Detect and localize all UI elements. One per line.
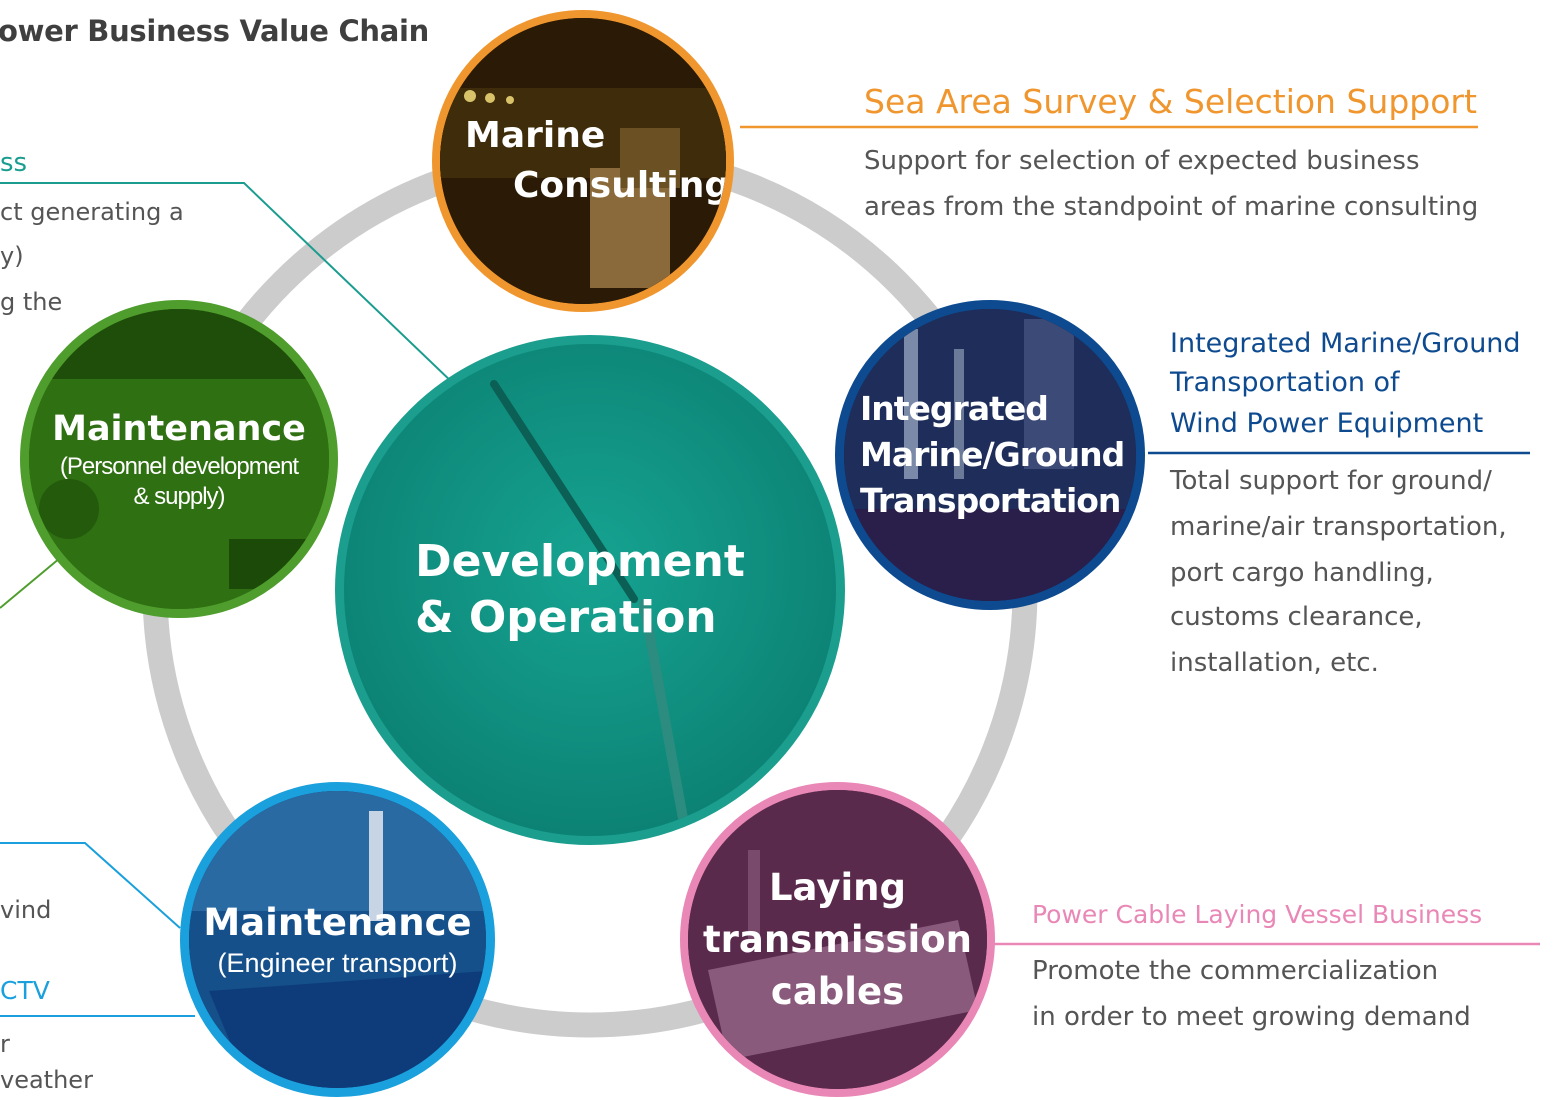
cable-vessel-heading: Power Cable Laying Vessel Business: [1032, 900, 1483, 929]
node-label-line1: Marine: [465, 115, 606, 156]
cable-vessel-photo-backdrop: [688, 790, 987, 1089]
transport-body-line1: Total support for ground/: [1170, 466, 1492, 496]
left-top-body-line2: y): [0, 242, 24, 270]
node-maintenance-engineer-transport: Maintenance (Engineer transport): [180, 782, 495, 1097]
node-label-sub2: & supply): [133, 483, 225, 510]
turbine-blade-icon: [490, 380, 638, 603]
node-integrated-transportation: Integrated Marine/Ground Transportation: [835, 300, 1145, 610]
left-top-heading: ss: [0, 148, 28, 178]
node-laying-cables: Laying transmission cables: [680, 782, 995, 1097]
node-label-line3: Transportation: [860, 481, 1121, 520]
node-label-sub1: (Personnel development: [59, 453, 299, 480]
center-label-line2: & Operation: [415, 592, 717, 643]
sea-area-body-line2: areas from the standpoint of marine cons…: [864, 192, 1479, 222]
node-label-line1: Maintenance: [203, 900, 472, 944]
sea-area-heading: Sea Area Survey & Selection Support: [864, 82, 1477, 121]
page-title: ower Business Value Chain: [0, 14, 430, 48]
cable-vessel-body-line1: Promote the commercialization: [1032, 956, 1439, 986]
node-label-line1: Maintenance: [52, 409, 306, 449]
consulting-photo-backdrop: [440, 18, 726, 304]
left-bottom-connector-upper: [0, 842, 181, 929]
transport-heading-line2: Transportation of: [1170, 367, 1400, 398]
left-top-connector: [0, 182, 456, 386]
transport-body-line2: marine/air transportation,: [1170, 512, 1507, 542]
node-label-line3: cables: [770, 969, 905, 1013]
center-node-development-operation: Development & Operation: [335, 335, 845, 845]
turbine-tower-icon: [639, 599, 689, 829]
left-bottom-heading: CTV: [0, 976, 50, 1005]
transport-heading-line1: Integrated Marine/Ground: [1170, 328, 1521, 359]
transport-body-line3: port cargo handling,: [1170, 558, 1434, 588]
cable-vessel-body-line2: in order to meet growing demand: [1032, 1002, 1471, 1032]
transport-body-line4: customs clearance,: [1170, 602, 1423, 632]
node-maintenance-personnel: Maintenance (Personnel development & sup…: [20, 300, 338, 618]
node-label-line2: transmission: [703, 917, 972, 961]
ctv-photo-backdrop: [189, 791, 486, 1088]
node-label-line2: Consulting: [513, 165, 731, 206]
ship-photo-backdrop: [844, 309, 1136, 601]
sea-area-body-line1: Support for selection of expected busine…: [864, 146, 1420, 176]
turbine-backdrop: [344, 344, 836, 836]
node-label-sub: (Engineer transport): [217, 947, 458, 978]
node-label-line2: Marine/Ground: [860, 435, 1125, 474]
node-label-line1: Laying: [768, 865, 907, 909]
transport-body-line5: installation, etc.: [1170, 648, 1379, 678]
left-top-body-line1: ct generating a: [0, 198, 184, 226]
node-label-line1: Integrated: [860, 389, 1049, 428]
personnel-photo-backdrop: [29, 309, 329, 609]
left-bottom-body-line2: r: [0, 1030, 10, 1058]
transport-heading-line3: Wind Power Equipment: [1170, 408, 1484, 439]
left-bottom-body-line3: veather: [0, 1066, 93, 1094]
center-label-line1: Development: [415, 536, 745, 587]
left-top-body-line3: g the: [0, 288, 63, 316]
node-marine-consulting: Marine Consulting: [432, 10, 734, 312]
left-bottom-body-line1: vind: [0, 896, 52, 924]
